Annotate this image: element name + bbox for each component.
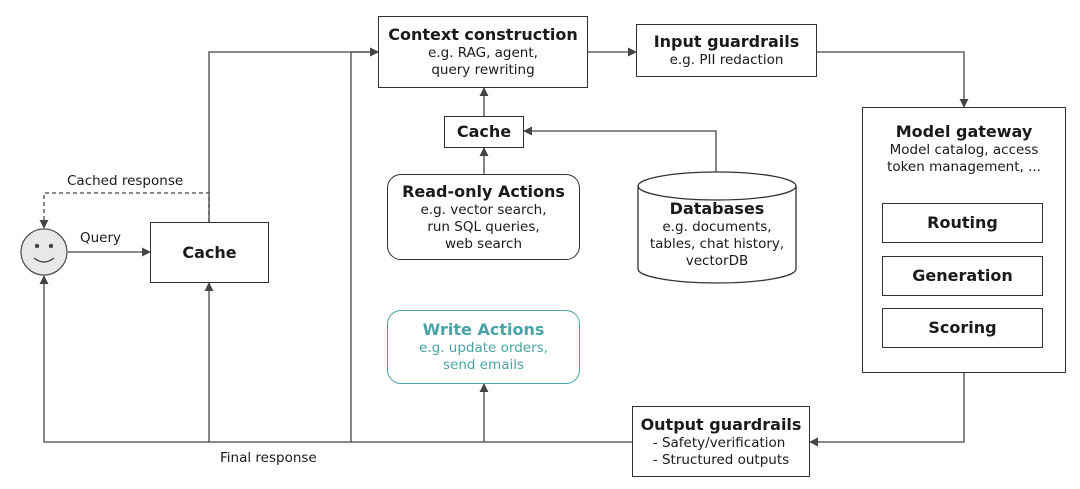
routing-label: Routing [927, 213, 998, 232]
read-only-actions-title: Read-only Actions [402, 181, 565, 201]
write-actions-title: Write Actions [422, 320, 545, 339]
read-only-actions-line-2: run SQL queries, [427, 218, 540, 235]
input-guardrails-title: Input guardrails [653, 32, 800, 51]
cache-to-context-arrow [208, 47, 379, 222]
output-guardrails-line-2: - Structured outputs [652, 451, 790, 468]
generation-box[interactable]: Generation [882, 256, 1043, 296]
output-guardrails-line-1: - Safety/verification [652, 434, 786, 451]
databases-node[interactable]: Databases e.g. documents, tables, chat h… [638, 199, 796, 270]
smiley-face-icon [20, 228, 68, 276]
input-guardrails-line-1: e.g. PII redaction [669, 52, 784, 68]
write-actions-line-1: e.g. update orders, [419, 340, 548, 356]
databases-cylinder [637, 171, 797, 284]
cache-box-main-title: Cache [182, 242, 237, 262]
scoring-box[interactable]: Scoring [882, 308, 1043, 348]
generation-label: Generation [912, 266, 1013, 285]
scoring-label: Scoring [928, 318, 997, 337]
gateway-to-output-arrow [809, 373, 965, 447]
read-only-actions-line-1: e.g. vector search, [420, 201, 547, 218]
databases-title: Databases [669, 199, 765, 218]
output-guardrails-title: Output guardrails [640, 414, 802, 434]
read-only-actions-box[interactable]: Read-only Actions e.g. vector search, ru… [387, 174, 580, 260]
write-actions-line-2: send emails [442, 357, 525, 373]
final-response-arrow [39, 275, 632, 443]
cached-response-label: Cached response [67, 173, 184, 189]
final-response-label: Final response [220, 450, 317, 466]
cache-box-top-title: Cache [456, 122, 512, 141]
input-to-gateway-arrow [817, 51, 969, 108]
output-guardrails-box[interactable]: Output guardrails - Safety/verification … [632, 406, 810, 477]
routing-box[interactable]: Routing [882, 203, 1043, 243]
context-construction-title: Context construction [388, 25, 578, 44]
write-actions-box[interactable]: Write Actions e.g. update orders, send e… [387, 310, 580, 384]
model-gateway-line-2: token management, ... [887, 159, 1041, 175]
cache-box-top[interactable]: Cache [444, 116, 524, 148]
model-gateway-title: Model gateway [895, 122, 1033, 141]
databases-line-1: e.g. documents, [662, 219, 772, 235]
databases-to-cache-arrow [523, 126, 717, 176]
read-only-actions-line-3: web search [444, 235, 523, 252]
context-construction-box[interactable]: Context construction e.g. RAG, agent, qu… [378, 16, 588, 88]
model-gateway-line-1: Model catalog, access [889, 142, 1039, 158]
query-label: Query [80, 230, 122, 246]
databases-line-2: tables, chat history, [649, 236, 785, 252]
context-construction-line-2: query rewriting [431, 62, 535, 78]
input-guardrails-box[interactable]: Input guardrails e.g. PII redaction [636, 24, 817, 77]
feedback-to-context-arrow [350, 47, 379, 442]
context-construction-line-1: e.g. RAG, agent, [428, 45, 538, 61]
cache-box-main[interactable]: Cache [150, 222, 269, 283]
databases-line-3: vectorDB [685, 253, 749, 269]
